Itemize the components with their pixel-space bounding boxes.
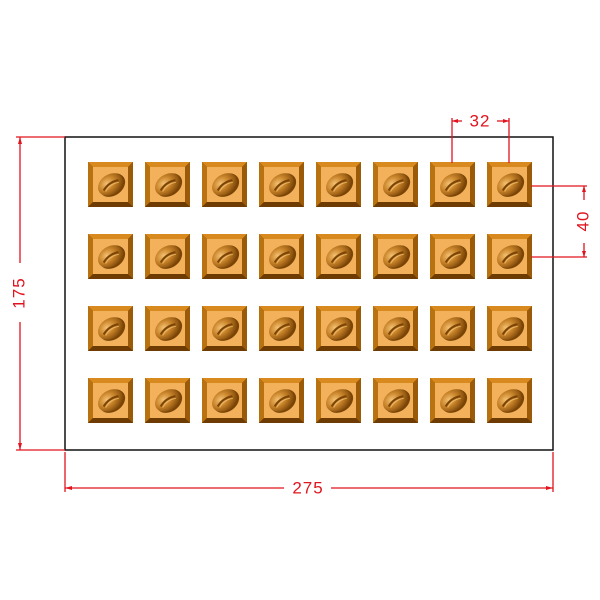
coffee-bean-icon — [98, 173, 126, 197]
cavity — [202, 378, 247, 423]
coffee-bean-icon — [212, 389, 240, 413]
cavity — [259, 234, 304, 279]
cavity — [487, 162, 532, 207]
coffee-bean-icon — [155, 245, 183, 269]
cavity — [373, 378, 418, 423]
coffee-bean-icon — [440, 173, 468, 197]
cavity — [88, 162, 133, 207]
cavity — [373, 234, 418, 279]
cavity — [487, 234, 532, 279]
coffee-bean-icon — [497, 245, 525, 269]
cavity — [373, 306, 418, 351]
width-dimension — [64, 452, 554, 492]
cavity — [145, 378, 190, 423]
coffee-bean-icon — [497, 173, 525, 197]
cavity — [430, 378, 475, 423]
coffee-bean-icon — [326, 317, 354, 341]
coffee-bean-icon — [269, 173, 297, 197]
cavity — [88, 306, 133, 351]
cavity — [259, 162, 304, 207]
cavity — [316, 306, 361, 351]
coffee-bean-icon — [326, 389, 354, 413]
cavity — [430, 162, 475, 207]
pitch-y-dimension-label: 40 — [573, 211, 592, 232]
height-dimension-label: 175 — [9, 277, 28, 308]
width-dimension-label: 275 — [292, 478, 323, 497]
coffee-bean-icon — [269, 245, 297, 269]
pitch-x-dimension — [451, 118, 510, 163]
coffee-bean-icon — [212, 173, 240, 197]
cavity — [316, 234, 361, 279]
cavity — [259, 306, 304, 351]
pitch-x-dimension-label: 32 — [470, 111, 491, 130]
cavity — [316, 378, 361, 423]
coffee-bean-icon — [98, 389, 126, 413]
mold-board — [64, 136, 554, 451]
cavity — [373, 162, 418, 207]
cavity — [145, 306, 190, 351]
coffee-bean-icon — [269, 389, 297, 413]
coffee-bean-icon — [497, 317, 525, 341]
coffee-bean-icon — [98, 317, 126, 341]
coffee-bean-icon — [269, 317, 297, 341]
cavity-grid — [88, 162, 532, 423]
coffee-bean-icon — [440, 389, 468, 413]
coffee-bean-icon — [326, 173, 354, 197]
coffee-bean-icon — [497, 389, 525, 413]
coffee-bean-icon — [383, 389, 411, 413]
cavity — [430, 234, 475, 279]
coffee-bean-icon — [98, 245, 126, 269]
coffee-bean-icon — [383, 173, 411, 197]
cavity — [145, 162, 190, 207]
cavity — [316, 162, 361, 207]
coffee-bean-icon — [440, 317, 468, 341]
cavity — [202, 234, 247, 279]
pitch-y-dimension — [531, 185, 587, 258]
coffee-bean-icon — [383, 317, 411, 341]
coffee-bean-icon — [212, 317, 240, 341]
coffee-bean-icon — [440, 245, 468, 269]
cavity — [145, 234, 190, 279]
cavity — [202, 306, 247, 351]
cavity — [88, 234, 133, 279]
coffee-bean-icon — [212, 245, 240, 269]
cavity — [259, 378, 304, 423]
cavity — [487, 378, 532, 423]
cavity — [430, 306, 475, 351]
coffee-bean-icon — [155, 389, 183, 413]
cavity — [487, 306, 532, 351]
coffee-bean-icon — [155, 173, 183, 197]
coffee-bean-icon — [326, 245, 354, 269]
cavity — [202, 162, 247, 207]
coffee-bean-icon — [383, 245, 411, 269]
cavity — [88, 378, 133, 423]
coffee-bean-icon — [155, 317, 183, 341]
height-dimension — [16, 136, 65, 451]
